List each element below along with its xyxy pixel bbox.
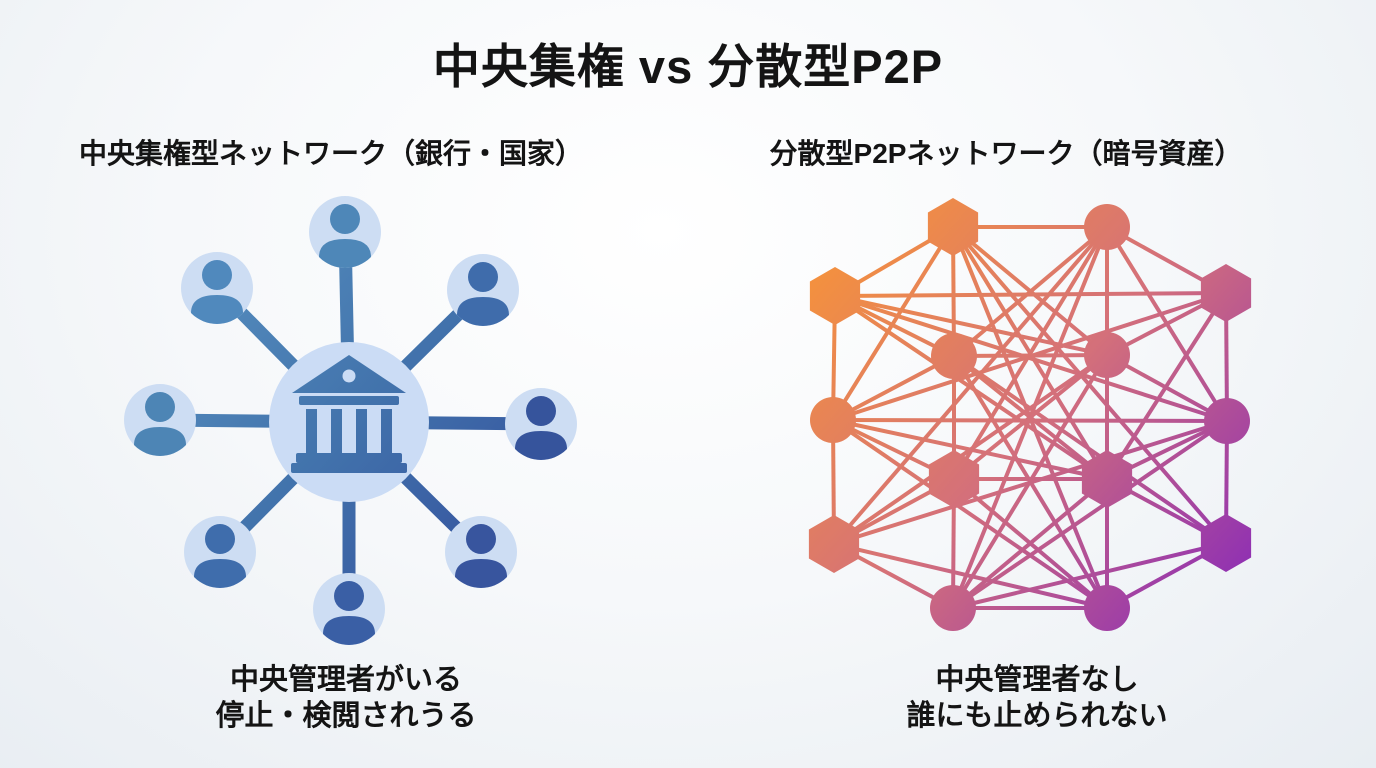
user-node [184, 516, 256, 588]
peer-node-circle [1204, 398, 1250, 444]
user-node [447, 254, 519, 326]
peer-node-circle [1084, 204, 1130, 250]
person-icon [455, 524, 507, 588]
peer-node-circle [810, 397, 856, 443]
user-nodes [124, 196, 577, 645]
peer-node-hexagon [1200, 514, 1252, 572]
user-node [309, 196, 381, 268]
peer-node-hexagon [1081, 450, 1133, 508]
mesh-edge [834, 291, 1227, 298]
person-icon [134, 392, 186, 456]
user-node [181, 252, 253, 324]
mesh-edge [953, 353, 1108, 358]
mesh-edges [831, 225, 1229, 610]
mesh-edge [952, 353, 1109, 481]
peer-node-circle [931, 333, 977, 379]
left-network-subtitle: 中央集権型ネットワーク（銀行・国家） [78, 138, 583, 169]
mesh-edge [952, 225, 1109, 481]
mesh-nodes [808, 198, 1252, 631]
person-icon [515, 396, 567, 460]
peer-node-hexagon [928, 450, 980, 508]
mesh-edge [831, 418, 1109, 610]
peer-node-hexagon [809, 267, 861, 325]
left-caption: 中央管理者がいる 停止・検閲されうる [86, 662, 606, 734]
mesh-edge [832, 418, 1108, 481]
peer-node-hexagon [927, 198, 979, 256]
right-caption: 中央管理者なし 誰にも止められない [777, 662, 1297, 734]
peer-node-circle [1084, 332, 1130, 378]
mesh-edge [833, 542, 1108, 610]
person-icon [191, 260, 243, 324]
mesh-edge [951, 419, 1229, 610]
user-node [313, 573, 385, 645]
person-icon [194, 524, 246, 588]
mesh-edge [952, 354, 1228, 545]
person-icon [319, 204, 371, 268]
central-hub [269, 342, 429, 502]
main-title: 中央集権 vs 分散型P2P [432, 40, 944, 93]
user-node [124, 384, 196, 456]
right-caption-line2: 誰にも止められない [906, 700, 1168, 732]
mesh-edge [952, 541, 1227, 610]
person-icon [457, 262, 509, 326]
peer-node-hexagon [808, 515, 860, 573]
person-icon [323, 581, 375, 645]
left-caption-line1: 中央管理者がいる [229, 664, 462, 696]
bank-icon [291, 355, 407, 473]
mesh-edge [952, 225, 1109, 358]
user-node [505, 388, 577, 460]
right-network-subtitle: 分散型P2Pネットワーク（暗号資産） [769, 138, 1243, 169]
mesh-edge [951, 477, 1109, 610]
peer-node-hexagon [1200, 264, 1252, 322]
mesh-edge [834, 294, 1228, 423]
peer-node-circle [930, 585, 976, 631]
left-caption-line2: 停止・検閲されうる [215, 700, 477, 732]
user-node [445, 516, 517, 588]
peer-node-circle [1084, 585, 1130, 631]
mesh-edge [833, 419, 1228, 546]
right-caption-line1: 中央管理者なし [935, 664, 1139, 696]
mesh-edge [832, 418, 1228, 423]
